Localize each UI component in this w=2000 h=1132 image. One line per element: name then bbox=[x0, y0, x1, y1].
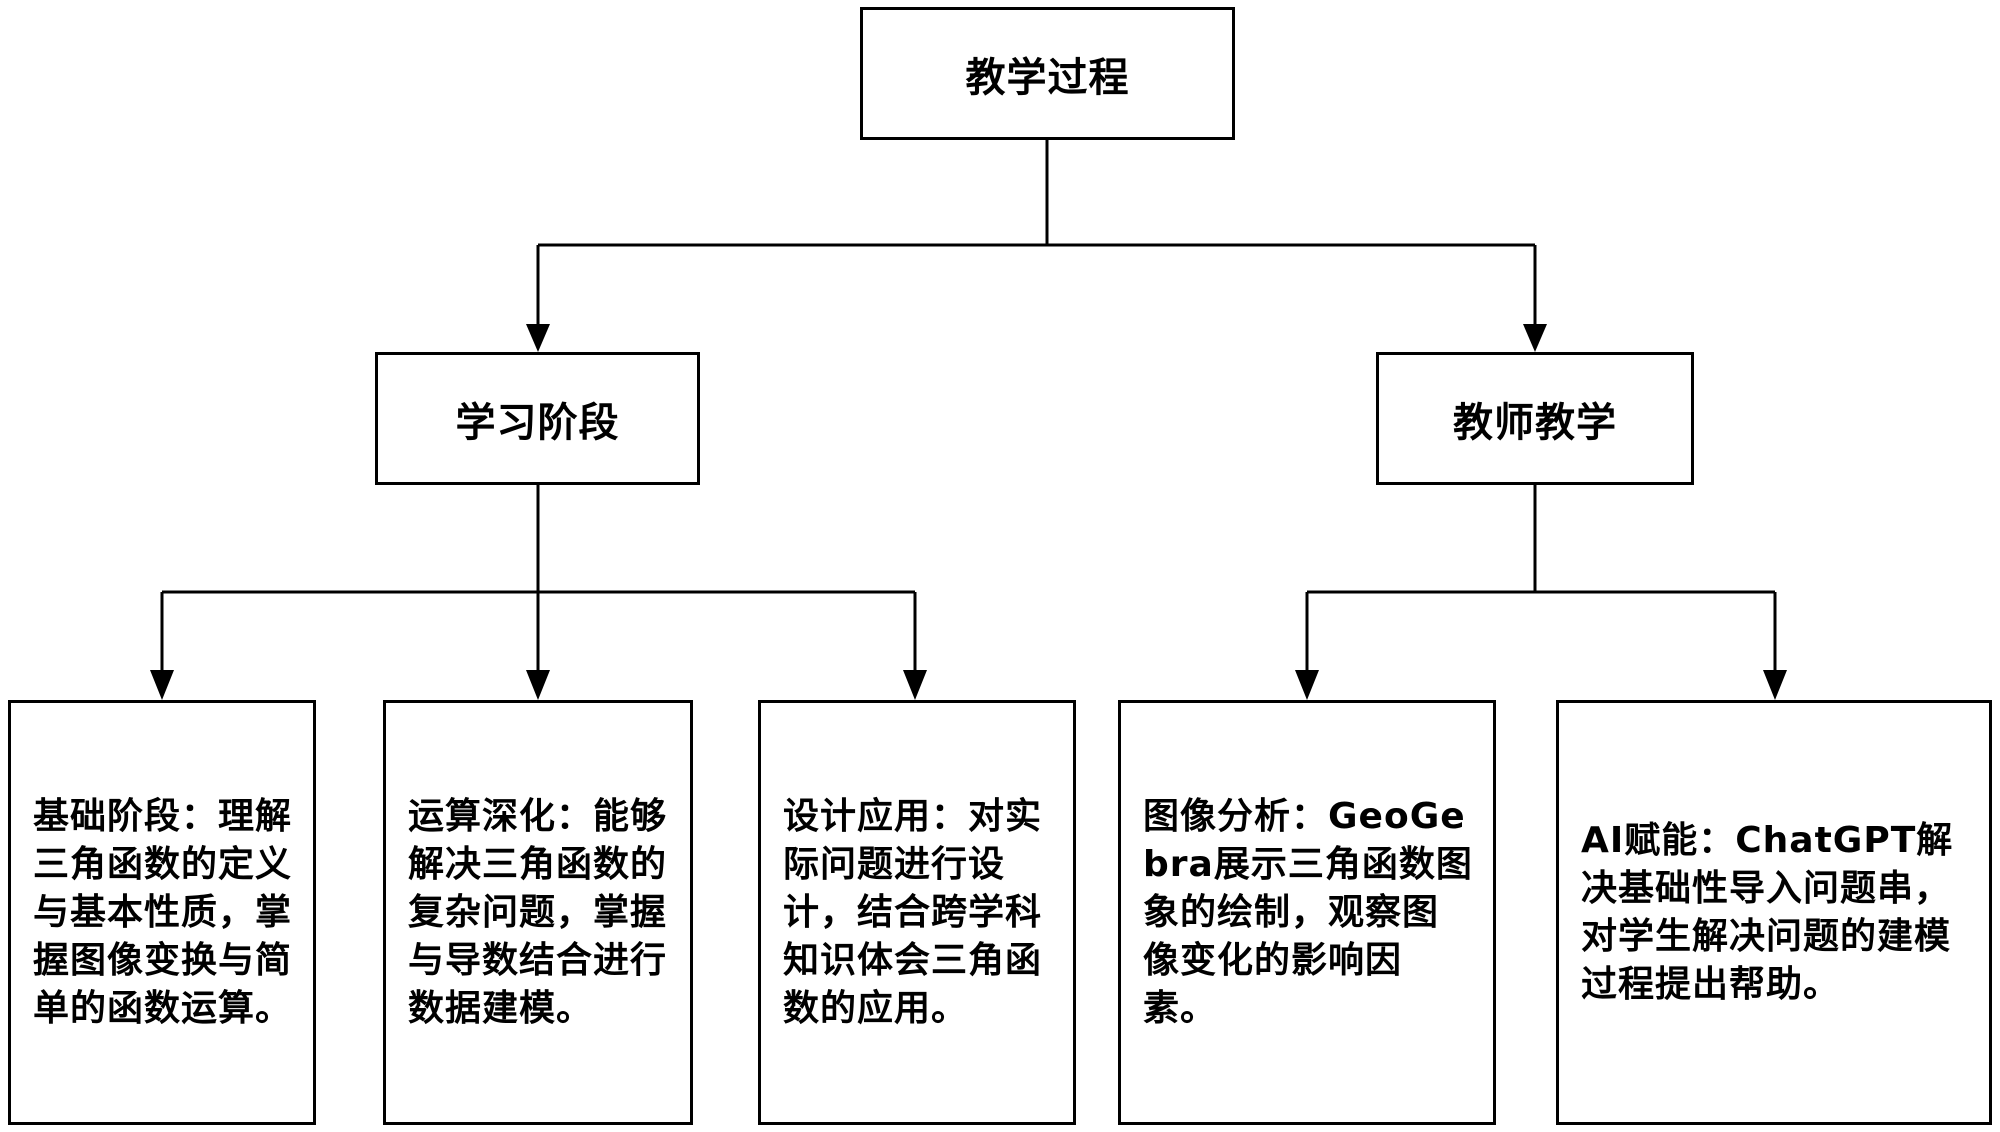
leaf-node-image-analysis: 图像分析：GeoGebra展示三角函数图象的绘制，观察图像变化的影响因素。 bbox=[1118, 700, 1496, 1125]
arrowhead bbox=[526, 670, 550, 700]
branch-node-teacher-teaching: 教师教学 bbox=[1376, 352, 1694, 485]
leaf-text-design-application: 设计应用：对实际问题进行设计，结合跨学科知识体会三角函数的应用。 bbox=[783, 795, 1043, 1029]
leaf-node-design-application: 设计应用：对实际问题进行设计，结合跨学科知识体会三角函数的应用。 bbox=[758, 700, 1076, 1125]
leaf-text-image-analysis: 图像分析：GeoGebra展示三角函数图象的绘制，观察图像变化的影响因素。 bbox=[1143, 795, 1473, 1029]
root-label: 教学过程 bbox=[965, 54, 1130, 101]
arrowhead bbox=[1295, 670, 1319, 700]
arrowhead bbox=[903, 670, 927, 700]
leaf-node-ai-empowerment: AI赋能：ChatGPT解决基础性导入问题串，对学生解决问题的建模过程提出帮助。 bbox=[1556, 700, 1992, 1125]
arrowhead bbox=[526, 324, 550, 352]
branch-label-teacher-teaching: 教师教学 bbox=[1453, 399, 1617, 446]
leaf-text-basic-stage: 基础阶段：理解三角函数的定义与基本性质，掌握图像变换与简单的函数运算。 bbox=[33, 795, 293, 1029]
arrowhead bbox=[1523, 324, 1547, 352]
leaf-node-deepening-stage: 运算深化：能够解决三角函数的复杂问题，掌握与导数结合进行数据建模。 bbox=[383, 700, 693, 1125]
root-node: 教学过程 bbox=[860, 7, 1235, 140]
branch-node-learning-stage: 学习阶段 bbox=[375, 352, 700, 485]
leaf-node-basic-stage: 基础阶段：理解三角函数的定义与基本性质，掌握图像变换与简单的函数运算。 bbox=[8, 700, 316, 1125]
arrowhead bbox=[150, 670, 174, 700]
leaf-text-ai-empowerment: AI赋能：ChatGPT解决基础性导入问题串，对学生解决问题的建模过程提出帮助。 bbox=[1581, 819, 1954, 1005]
branch-label-learning-stage: 学习阶段 bbox=[455, 399, 620, 446]
arrowhead bbox=[1763, 670, 1787, 700]
leaf-text-deepening-stage: 运算深化：能够解决三角函数的复杂问题，掌握与导数结合进行数据建模。 bbox=[408, 795, 668, 1029]
